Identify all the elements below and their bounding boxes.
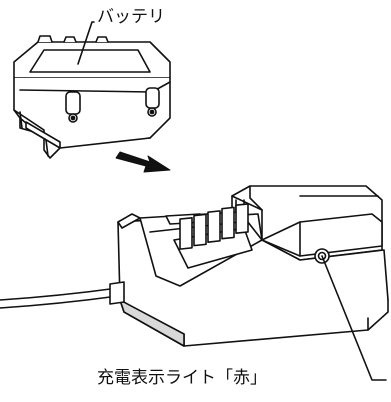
- charge-lamp-label: 充電表示ライト「赤」: [97, 368, 267, 388]
- battery-label: バッテリ: [97, 7, 165, 27]
- insert-arrow: [115, 151, 171, 173]
- battery-pack: [13, 35, 171, 159]
- charger-body: [117, 185, 389, 347]
- battery-leader-line: [77, 21, 95, 65]
- led-leader-line: [321, 255, 387, 381]
- power-cord: [0, 281, 125, 309]
